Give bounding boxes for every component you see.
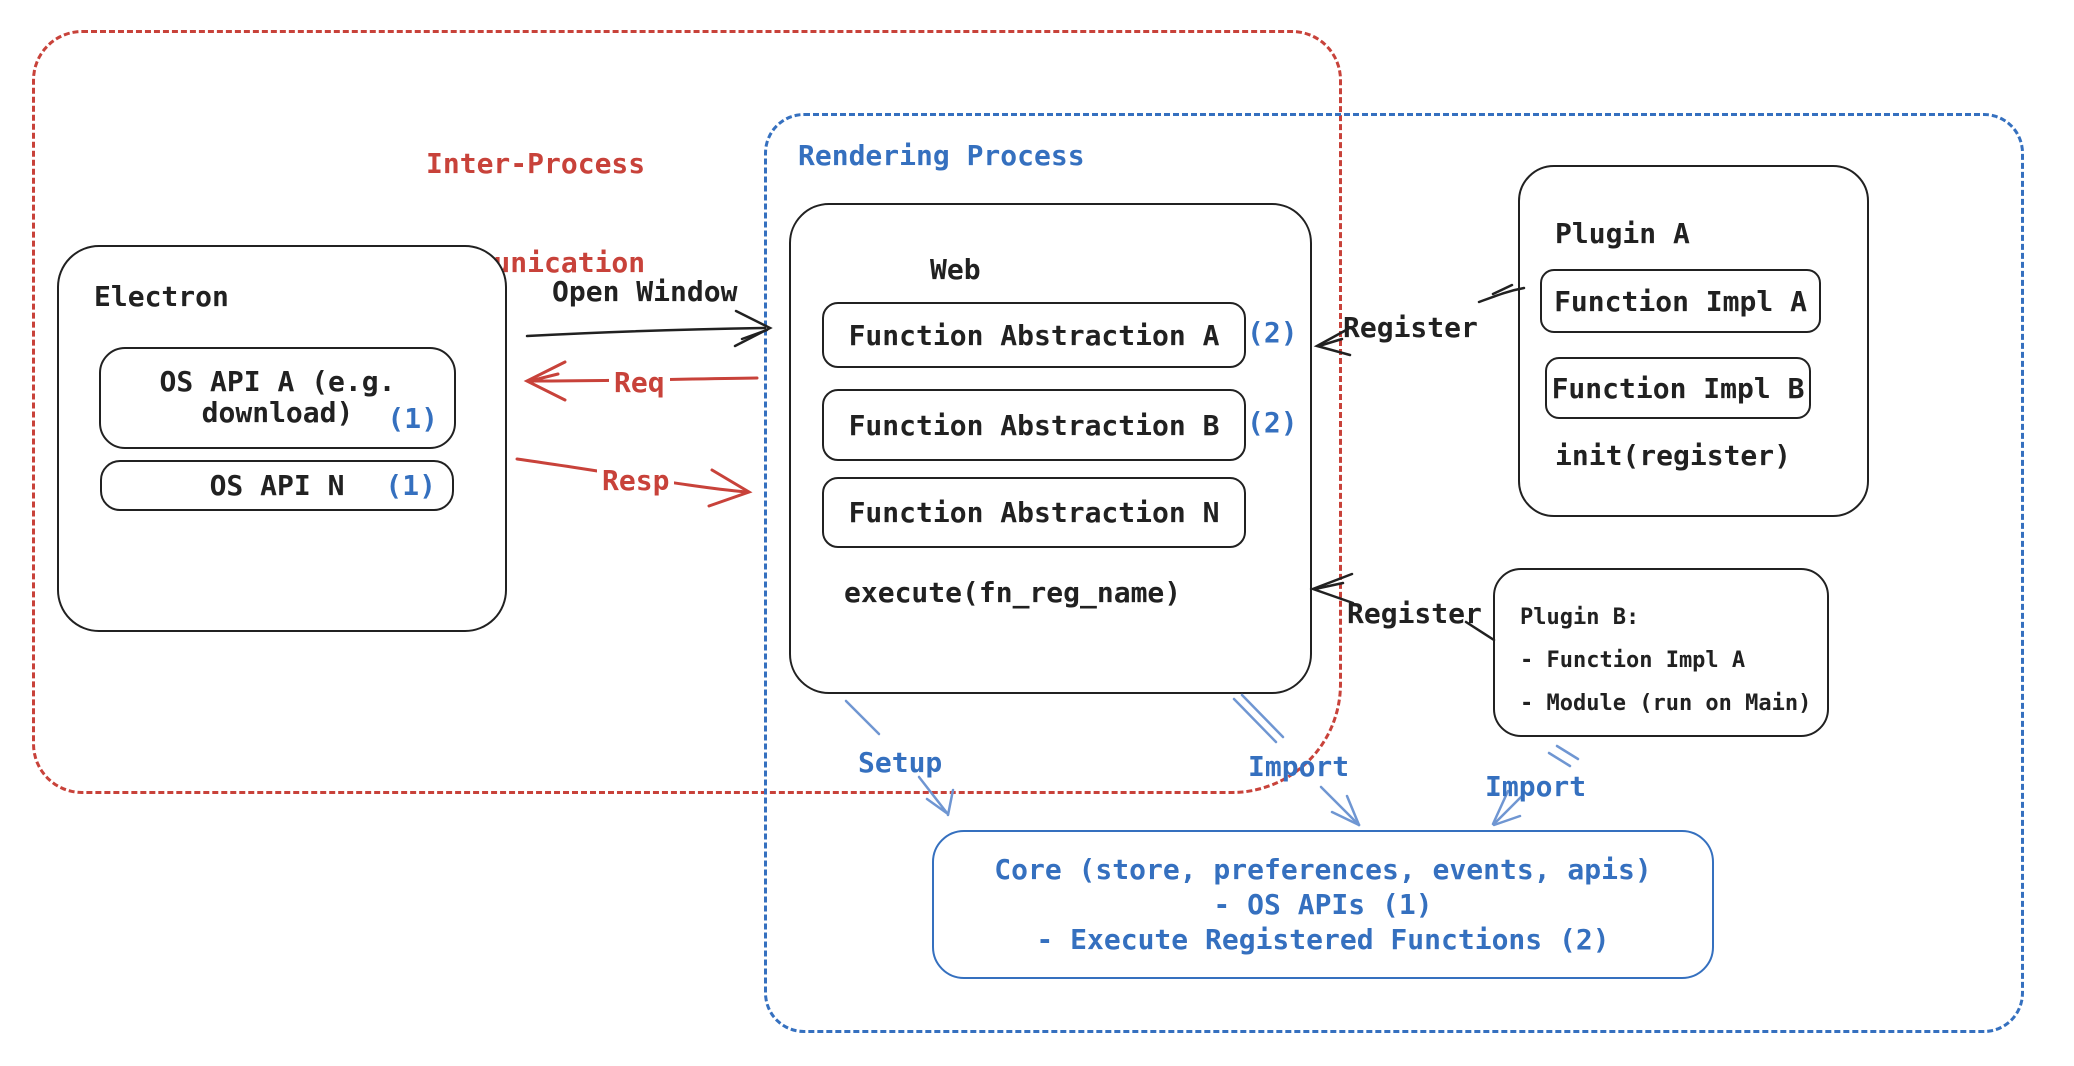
function-abstraction-a-box: Function Abstraction A	[822, 302, 1246, 368]
web-title: Web	[930, 253, 981, 286]
electron-box: Electron OS API A (e.g. download) (1) OS…	[57, 245, 507, 632]
plugin-b-line-module: - Module (run on Main)	[1520, 691, 1812, 716]
function-abstraction-a-badge: (2)	[1247, 316, 1298, 349]
os-api-a-badge: (1)	[387, 402, 438, 435]
import-plugin-label: Import	[1485, 770, 1587, 803]
rendering-region-box	[764, 113, 2024, 1033]
plugin-b-line-function-impl-a: - Function Impl A	[1520, 648, 1746, 673]
core-execute-functions-line: - Execute Registered Functions (2)	[1036, 923, 1610, 956]
register-top-label: Register	[1343, 311, 1478, 344]
plugin-a-title: Plugin A	[1555, 217, 1690, 250]
plugin-a-box: Plugin A Function Impl A Function Impl B…	[1518, 165, 1869, 517]
core-os-apis-line: - OS APIs (1)	[1213, 888, 1433, 921]
plugin-a-footer-init: init(register)	[1555, 439, 1792, 472]
resp-label: Resp	[597, 464, 675, 497]
electron-title: Electron	[94, 280, 229, 313]
function-abstraction-b-label: Function Abstraction B	[848, 408, 1220, 442]
import-web-label: Import	[1248, 750, 1350, 783]
os-api-n-badge: (1)	[385, 469, 436, 502]
function-impl-a-label: Function Impl A	[1554, 284, 1807, 318]
function-abstraction-a-label: Function Abstraction A	[848, 318, 1220, 352]
core-box: Core (store, preferences, events, apis) …	[932, 830, 1714, 979]
register-bottom-label: Register	[1347, 597, 1482, 630]
plugin-b-box: Plugin B: - Function Impl A - Module (ru…	[1493, 568, 1829, 737]
function-abstraction-b-badge: (2)	[1247, 406, 1298, 439]
core-title-line: Core (store, preferences, events, apis)	[994, 853, 1652, 886]
req-label: Req	[609, 366, 670, 399]
function-abstraction-b-box: Function Abstraction B	[822, 389, 1246, 461]
function-impl-b-box: Function Impl B	[1545, 357, 1811, 419]
open-window-label: Open Window	[552, 275, 738, 308]
os-api-a-label-line1: OS API A (e.g.	[159, 365, 396, 398]
os-api-n-label: OS API N	[209, 469, 345, 502]
function-abstraction-n-label: Function Abstraction N	[848, 496, 1220, 529]
ipc-title-line1: Inter-Process	[426, 147, 646, 180]
plugin-b-title: Plugin B:	[1520, 605, 1640, 630]
function-impl-b-label: Function Impl B	[1551, 371, 1805, 405]
os-api-a-label-line2: download)	[201, 396, 354, 429]
os-api-a-box: OS API A (e.g. download) (1)	[99, 347, 456, 449]
setup-label: Setup	[858, 746, 943, 779]
web-footer-execute: execute(fn_reg_name)	[844, 576, 1182, 609]
os-api-n-box: OS API N (1)	[100, 460, 454, 511]
function-impl-a-box: Function Impl A	[1540, 269, 1821, 333]
web-box: Web Function Abstraction A (2) Function …	[789, 203, 1312, 694]
rendering-region-title: Rendering Process	[798, 139, 1085, 172]
function-abstraction-n-box: Function Abstraction N	[822, 477, 1246, 548]
ipc-region-box	[32, 30, 1342, 794]
